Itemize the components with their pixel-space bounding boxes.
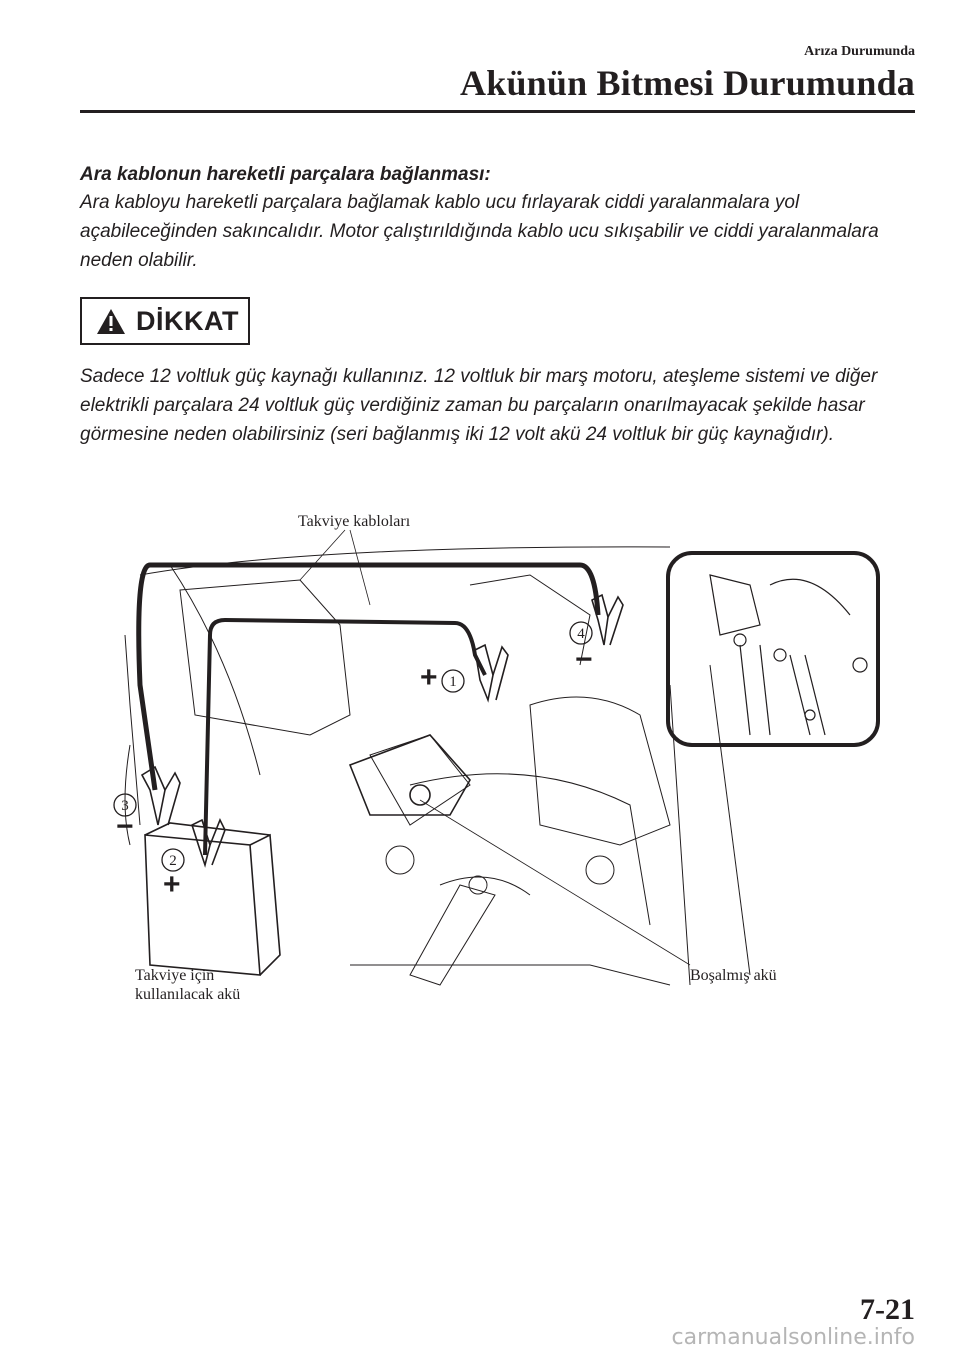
leader-lines — [299, 529, 691, 966]
clamp-2 — [191, 818, 226, 868]
label-jumper-cables: Takviye kabloları — [298, 513, 411, 530]
clamp-4 — [591, 593, 624, 646]
svg-text:3: 3 — [121, 798, 129, 814]
caution-label: DİKKAT — [136, 305, 239, 336]
page-title: Akünün Bitmesi Durumunda — [460, 63, 915, 103]
caution-badge: DİKKAT — [80, 297, 250, 345]
plus-sign-2: + — [163, 868, 181, 901]
page-number: 7-21 — [860, 1293, 915, 1326]
minus-sign-4: − — [575, 643, 593, 676]
engine-bay-outline — [124, 546, 751, 986]
svg-text:1: 1 — [449, 674, 457, 690]
svg-text:4: 4 — [577, 626, 585, 642]
caution-body: Sadece 12 voltluk güç kaynağı kullanınız… — [80, 366, 878, 445]
clamp-1 — [474, 643, 509, 703]
inset-detail — [709, 574, 868, 736]
negative-jumper-cable — [136, 562, 601, 791]
svg-text:2: 2 — [169, 853, 177, 869]
section-name: Arıza Durumunda — [804, 44, 915, 59]
warning-body: Ara kabloyu hareketli parçalara bağlamak… — [80, 192, 879, 271]
header-divider — [80, 110, 915, 113]
warning-heading: Ara kablonun hareketli parçalara bağlanm… — [80, 164, 491, 185]
label-booster-battery: Takviye için kullanılacak akü — [135, 967, 241, 1003]
booster-battery — [144, 822, 281, 976]
marker-1-icon: 1 — [441, 669, 465, 693]
minus-sign-3: − — [116, 810, 134, 843]
watermark: carmanualsonline.info — [671, 1325, 915, 1350]
marker-2-icon: 2 — [161, 848, 185, 872]
label-discharged-battery: Boşalmış akü — [690, 967, 777, 984]
inset-detail-frame — [666, 551, 880, 747]
warning-triangle-icon — [97, 308, 125, 334]
jump-start-illustration — [124, 529, 880, 986]
clamp-3 — [140, 765, 181, 826]
discharged-battery — [348, 734, 471, 816]
positive-jumper-cable — [203, 617, 487, 856]
marker-3-icon: 3 — [113, 793, 137, 817]
plus-sign-1: + — [420, 661, 438, 694]
marker-4-icon: 4 — [569, 621, 593, 645]
